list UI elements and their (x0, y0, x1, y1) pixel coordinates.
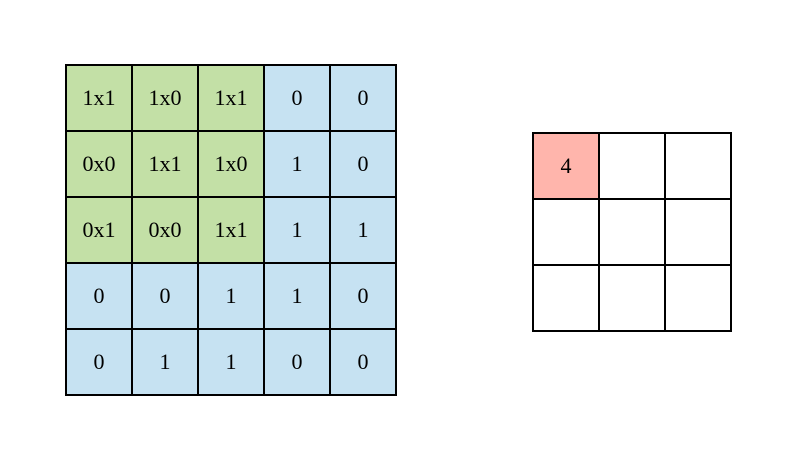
output-matrix-grid: 4 (532, 132, 732, 332)
input-matrix-cell-r1c0: 0x0 (67, 132, 131, 196)
input-matrix-cell-r0c0: 1x1 (67, 66, 131, 130)
input-matrix-cell-r1c1: 1x1 (133, 132, 197, 196)
input-matrix-cell-r2c3: 1 (265, 198, 329, 262)
input-matrix-cell-r1c4: 0 (331, 132, 395, 196)
input-matrix-cell-r3c2: 1 (199, 264, 263, 328)
output-matrix-cell-r2c0 (534, 266, 598, 330)
input-matrix-cell-r2c4: 1 (331, 198, 395, 262)
input-matrix-cell-r2c2: 1x1 (199, 198, 263, 262)
output-matrix-cell-r2c2 (666, 266, 730, 330)
output-matrix-cell-r1c1 (600, 200, 664, 264)
input-matrix-cell-r0c2: 1x1 (199, 66, 263, 130)
input-matrix-cell-r0c4: 0 (331, 66, 395, 130)
input-matrix-cell-r1c3: 1 (265, 132, 329, 196)
input-matrix-cell-r3c0: 0 (67, 264, 131, 328)
input-matrix-cell-r2c0: 0x1 (67, 198, 131, 262)
output-matrix-cell-r0c0: 4 (534, 134, 598, 198)
input-matrix-cell-r3c1: 0 (133, 264, 197, 328)
input-matrix-cell-r2c1: 0x0 (133, 198, 197, 262)
input-matrix-cell-r4c0: 0 (67, 330, 131, 394)
input-matrix-cell-r4c2: 1 (199, 330, 263, 394)
input-matrix-cell-r1c2: 1x0 (199, 132, 263, 196)
input-matrix-cell-r4c1: 1 (133, 330, 197, 394)
input-matrix-cell-r4c3: 0 (265, 330, 329, 394)
input-matrix-cell-r4c4: 0 (331, 330, 395, 394)
output-matrix-cell-r0c2 (666, 134, 730, 198)
output-matrix-cell-r0c1 (600, 134, 664, 198)
input-matrix-cell-r3c4: 0 (331, 264, 395, 328)
output-matrix-cell-r1c0 (534, 200, 598, 264)
input-matrix-cell-r0c3: 0 (265, 66, 329, 130)
output-matrix-cell-r2c1 (600, 266, 664, 330)
input-matrix-cell-r0c1: 1x0 (133, 66, 197, 130)
output-matrix-cell-r1c2 (666, 200, 730, 264)
input-matrix-cell-r3c3: 1 (265, 264, 329, 328)
